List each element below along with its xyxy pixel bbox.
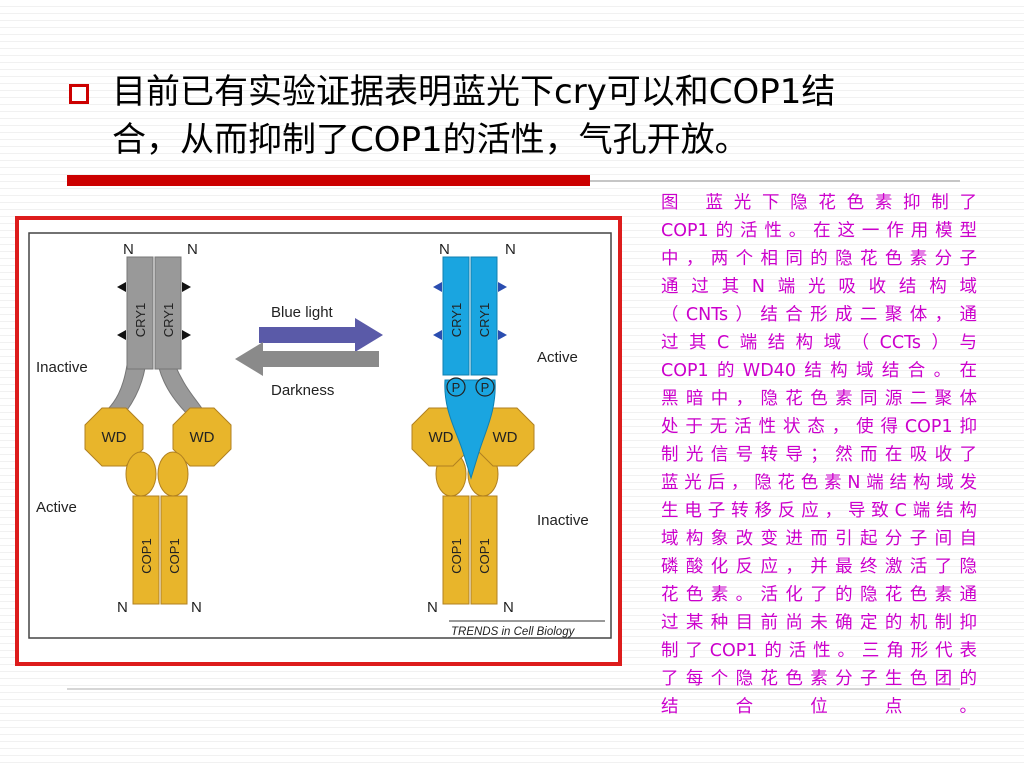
cop1-label: COP1: [477, 538, 492, 573]
bullet-square-icon: [69, 84, 89, 104]
title-underline-gray: [590, 180, 960, 182]
state-label-inactive: Inactive: [537, 512, 589, 529]
cop1-bar: [442, 495, 470, 605]
caption-line: 图 蓝光下隐花色素抑制了: [661, 193, 977, 213]
cry1-label: CRY1: [449, 303, 464, 337]
n-terminus-label: N: [503, 599, 514, 616]
cry1-label: CRY1: [477, 303, 492, 337]
cop1-label: COP1: [449, 538, 464, 573]
phosphate-circle-icon: [446, 377, 466, 397]
darkness-label: Darkness: [271, 382, 334, 399]
caption-line: 过其C端结构域（CCTs）与: [661, 333, 977, 353]
caption-line: 中，两个相同的隐花色素分子: [661, 249, 977, 269]
phosphate-label: P: [481, 380, 490, 395]
slide-title: 目前已有实验证据表明蓝光下cry可以和COP1结 合，从而抑制了COP1的活性，…: [112, 68, 962, 164]
chromophore-triangle-icon: [182, 282, 191, 292]
caption-line: （CNTs）结合形成二聚体，通: [661, 305, 977, 325]
n-terminus-label: N: [123, 241, 134, 258]
diagram-inner-border: [28, 232, 612, 639]
cop1-label: COP1: [167, 538, 182, 573]
n-terminus-label: N: [187, 241, 198, 258]
chromophore-triangle-icon: [433, 330, 442, 340]
wd-domain-shape: [84, 407, 144, 467]
cry1-bar-inactive: [154, 256, 182, 370]
cryptochrome-diagram: CRY1 CRY1 N N Inactive WD WD COP1 COP1 A…: [28, 232, 612, 639]
cop1-bar: [160, 495, 188, 605]
active-linker-shape: [444, 379, 496, 480]
caption-line: COP1的WD40结构域结合。在: [661, 361, 977, 381]
figure-caption: 图 蓝光下隐花色素抑制了 COP1的活性。在这一作用模型 中，两个相同的隐花色素…: [661, 189, 977, 721]
wd-label: WD: [429, 429, 454, 446]
caption-line: 了每个隐花色素分子生色团的: [661, 669, 977, 689]
caption-line: 过某种目前尚未确定的机制抑: [661, 613, 977, 633]
blue-light-arrow-icon: [259, 318, 383, 352]
cop1-coil-shape: [157, 451, 189, 497]
title-underline-red: [67, 175, 590, 186]
caption-line: 花色素。活化了的隐花色素通: [661, 585, 977, 605]
chromophore-triangle-icon: [182, 330, 191, 340]
n-terminus-label: N: [439, 241, 450, 258]
state-label-inactive: Inactive: [36, 359, 88, 376]
n-terminus-label: N: [427, 599, 438, 616]
caption-line: 磷酸化反应，并最终激活了隐: [661, 557, 977, 577]
n-terminus-label: N: [505, 241, 516, 258]
cry1-label: CRY1: [133, 303, 148, 337]
caption-line: 蓝光后，隐花色素N端结构域发: [661, 473, 977, 493]
caption-line: 黑暗中，隐花色素同源二聚体: [661, 389, 977, 409]
phosphate-label: P: [452, 380, 461, 395]
title-line: 合，从而抑制了COP1的活性，气孔开放。: [112, 120, 749, 160]
n-terminus-label: N: [191, 599, 202, 616]
chromophore-triangle-icon: [498, 330, 507, 340]
wd-label: WD: [190, 429, 215, 446]
caption-line: COP1的活性。在这一作用模型: [661, 221, 977, 241]
cry1-bar-active: [442, 256, 470, 376]
caption-line: 域构象改变进而引起分子间自: [661, 529, 977, 549]
title-line: 目前已有实验证据表明蓝光下cry可以和COP1结: [112, 72, 836, 112]
caption-line: 生电子转移反应，导致C端结构: [661, 501, 977, 521]
caption-line: 制了COP1的活性。三角形代表: [661, 641, 977, 661]
state-label-active: Active: [36, 499, 77, 516]
chromophore-triangle-icon: [498, 282, 507, 292]
figure-source-label: TRENDS in Cell Biology: [451, 626, 576, 638]
caption-line: 处于无活性状态，使得COP1抑: [661, 417, 977, 437]
state-label-active: Active: [537, 349, 578, 366]
figure-frame: CRY1 CRY1 N N Inactive WD WD COP1 COP1 A…: [15, 216, 622, 666]
cry1-bar-active: [470, 256, 498, 376]
darkness-arrow-icon: [235, 342, 379, 376]
footer-divider: [67, 688, 960, 690]
chromophore-triangle-icon: [117, 282, 126, 292]
cop1-label: COP1: [139, 538, 154, 573]
cop1-coil-shape: [125, 451, 157, 497]
chromophore-triangle-icon: [117, 330, 126, 340]
phosphate-circle-icon: [475, 377, 495, 397]
blue-light-label: Blue light: [271, 304, 334, 321]
wd-domain-shape: [172, 407, 232, 467]
cry1-bar-inactive: [126, 256, 154, 370]
caption-line: 制光信号转导；然而在吸收了: [661, 445, 977, 465]
cry1-label: CRY1: [161, 303, 176, 337]
chromophore-triangle-icon: [433, 282, 442, 292]
wd-label: WD: [102, 429, 127, 446]
wd-label: WD: [493, 429, 518, 446]
caption-line: 通过其N端光吸收结构域: [661, 277, 977, 297]
n-terminus-label: N: [117, 599, 128, 616]
caption-line: 结合位点。: [661, 697, 977, 717]
cop1-bar: [132, 495, 160, 605]
